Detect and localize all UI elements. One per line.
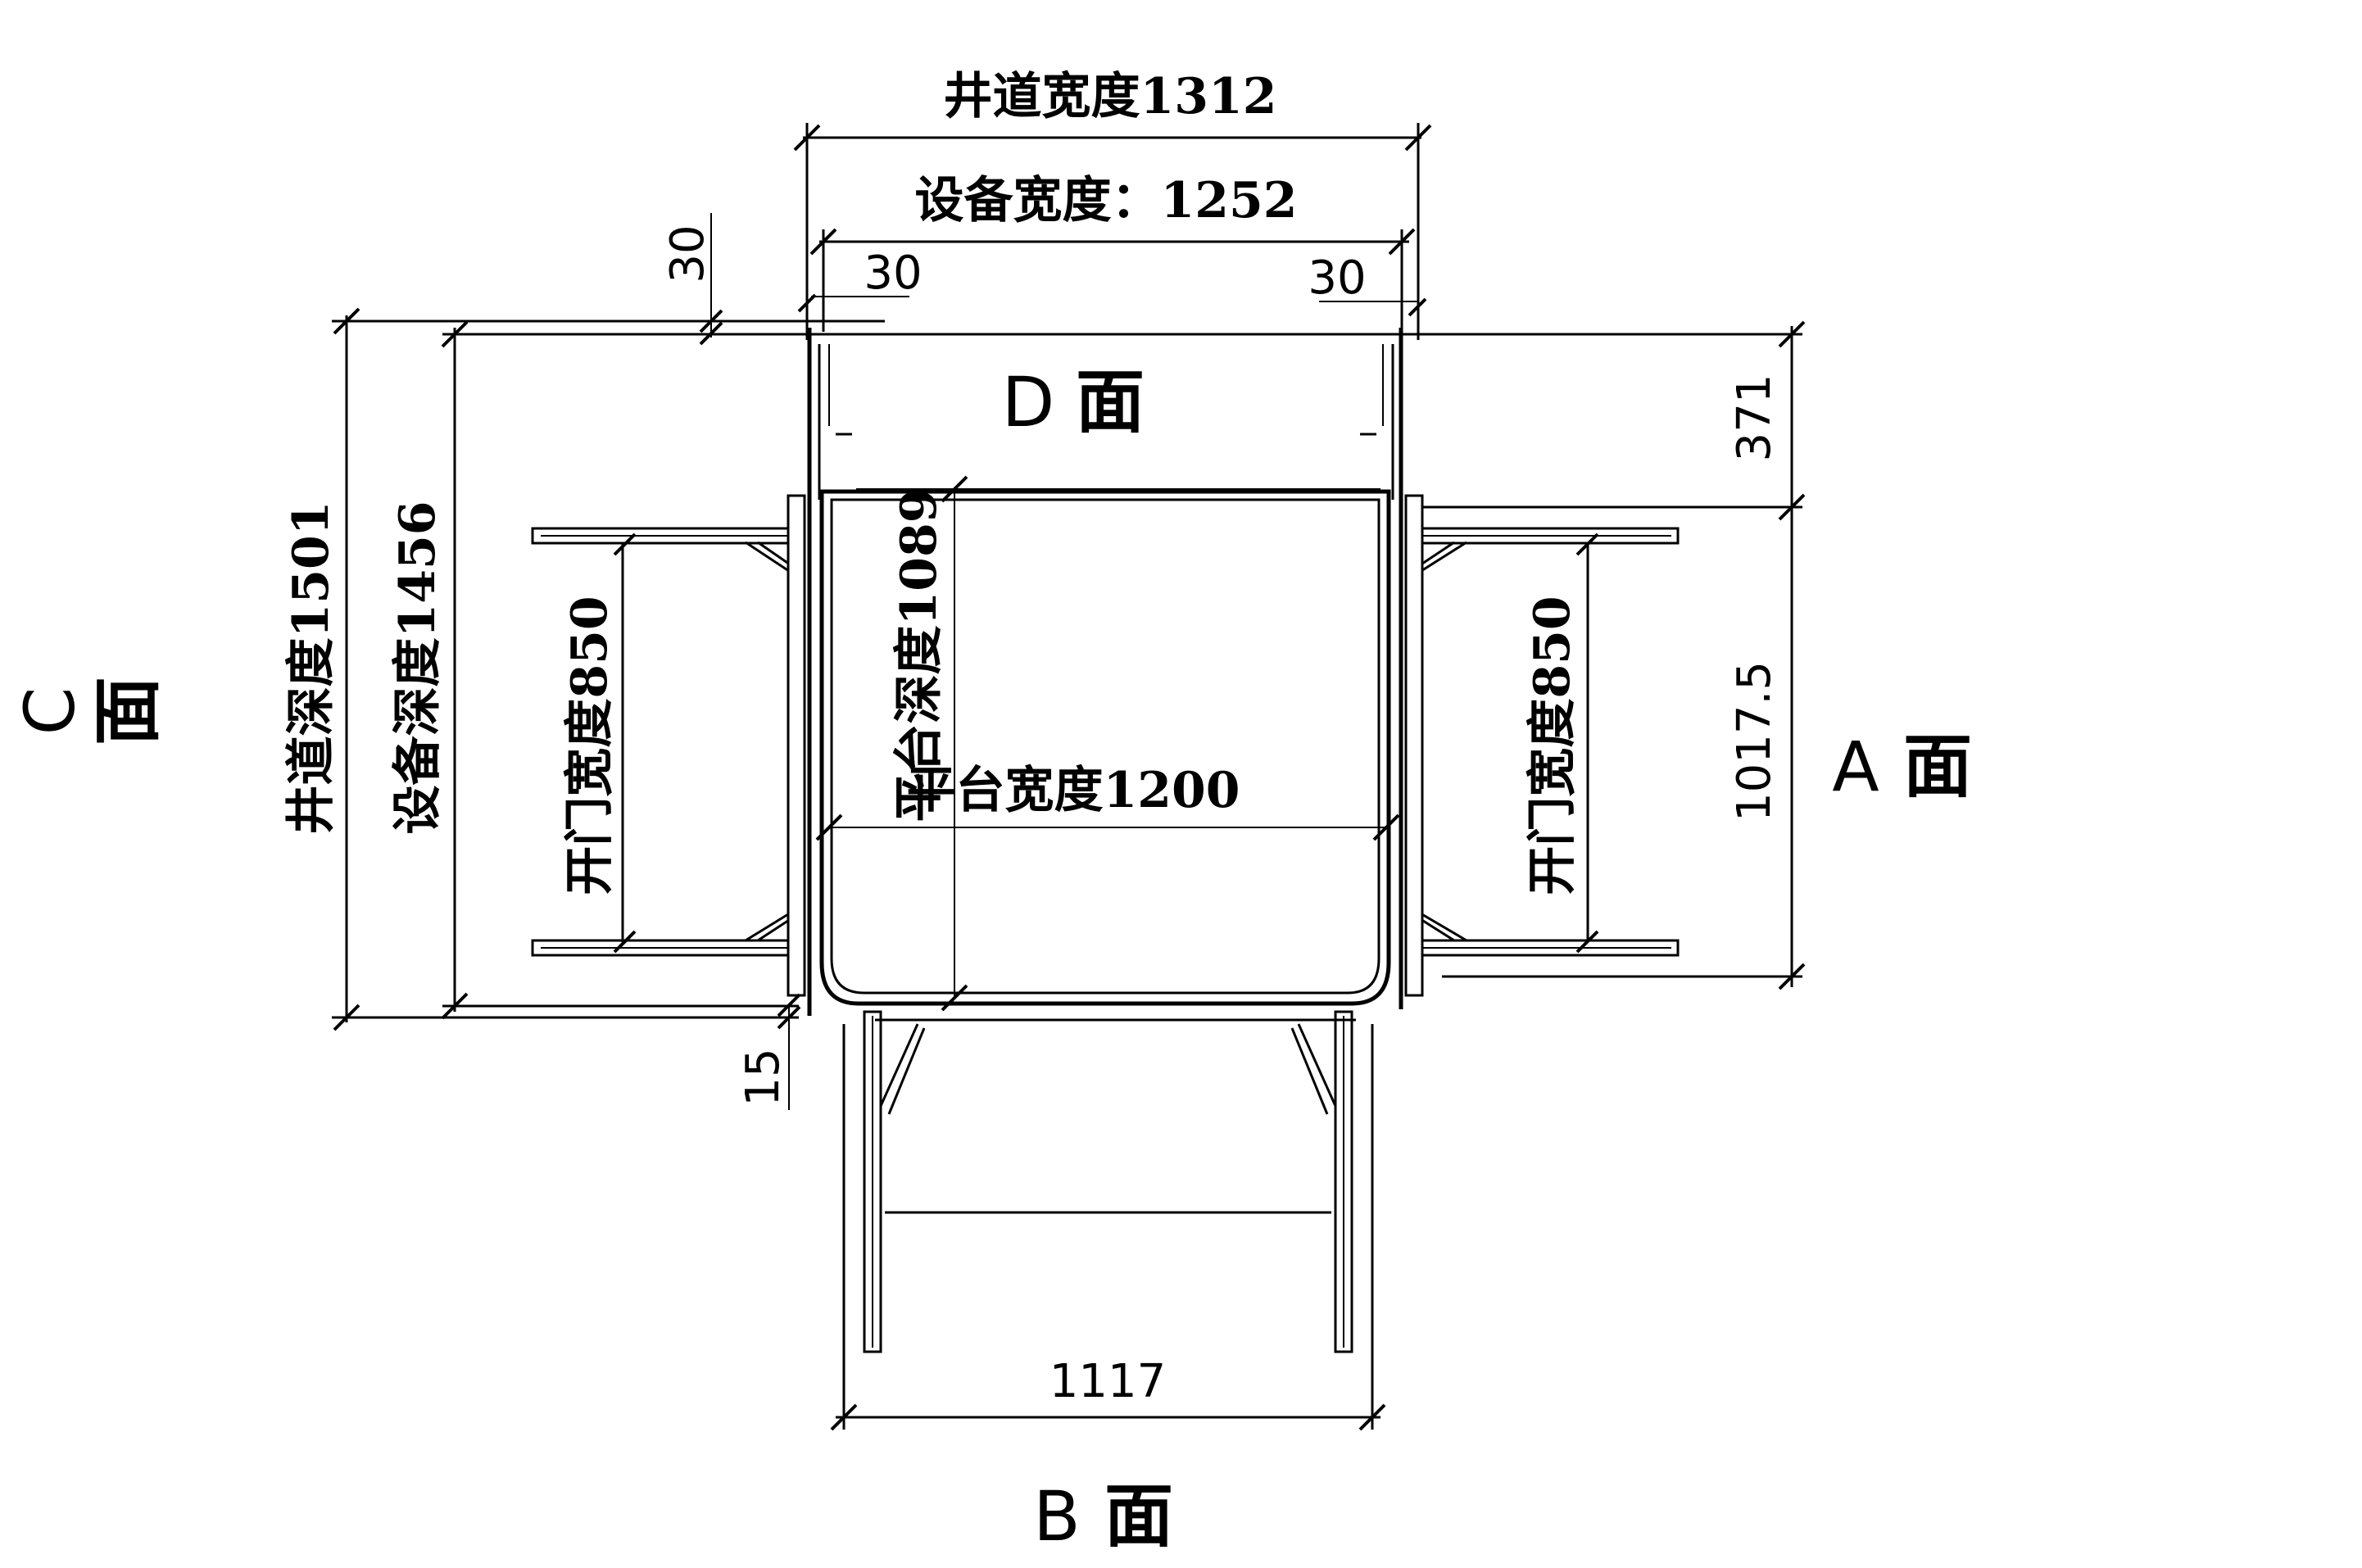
face-label-b: B 面 (1033, 1476, 1173, 1557)
bottom-door-frame (863, 1010, 1356, 1353)
face-b-letter: B (1033, 1476, 1081, 1557)
face-b-char: 面 (1104, 1476, 1173, 1557)
dim-371: 371 (1728, 374, 1781, 462)
right-door-width-label: 开门宽度850 (1524, 596, 1581, 895)
equipment-width-label: 设备宽度：1252 (915, 172, 1298, 229)
right-vertical-dimensions: 371 1017.5 (1409, 320, 1806, 990)
offset-30-dimensions: 30 30 30 (661, 213, 1427, 346)
platform-depth-label: 平台深度1089 (891, 489, 948, 823)
shaft-outline (807, 328, 1403, 1016)
face-d-char: 面 (1076, 362, 1145, 442)
face-c-letter: C (10, 687, 90, 736)
bottom-dimensions: 15 1117 (737, 993, 1386, 1431)
left-door-width-label: 开门宽度850 (561, 596, 619, 895)
shaft-width-dimension: 井道宽度1312 (793, 68, 1432, 340)
shaft-width-label: 井道宽度1312 (944, 68, 1277, 125)
face-c-char: 面 (88, 677, 168, 745)
dim-30-top-right: 30 (1308, 252, 1366, 305)
platform-width-label: 平台宽度1200 (907, 762, 1240, 819)
platform-box: 平台深度1089 平台宽度1200 (815, 475, 1400, 1012)
face-label-a: A 面 (1832, 727, 1972, 807)
left-door-frame: 开门宽度850 (531, 494, 806, 997)
shaft-boundary-lines (332, 319, 1802, 1019)
face-label-c: C 面 (10, 677, 168, 745)
dim-30-top-left: 30 (864, 247, 922, 300)
face-a-char: 面 (1903, 727, 1972, 807)
equipment-depth-label: 设备深度1456 (389, 501, 447, 835)
face-label-d: D 面 (1002, 362, 1145, 442)
right-door-frame: 开门宽度850 (1404, 494, 1680, 997)
dim-1117: 1117 (1050, 1355, 1167, 1408)
dim-15: 15 (737, 1048, 790, 1106)
dim-30-vertical: 30 (661, 224, 714, 283)
face-a-letter: A (1832, 727, 1879, 807)
dim-1017-5: 1017.5 (1728, 661, 1781, 822)
equipment-depth-dimension: 设备深度1456 (389, 320, 469, 1020)
shaft-depth-label: 井道深度1501 (283, 501, 340, 835)
equipment-width-dimension: 设备宽度：1252 (809, 172, 1416, 332)
shaft-depth-dimension: 井道深度1501 (283, 307, 360, 1031)
face-d-letter: D (1002, 362, 1055, 442)
